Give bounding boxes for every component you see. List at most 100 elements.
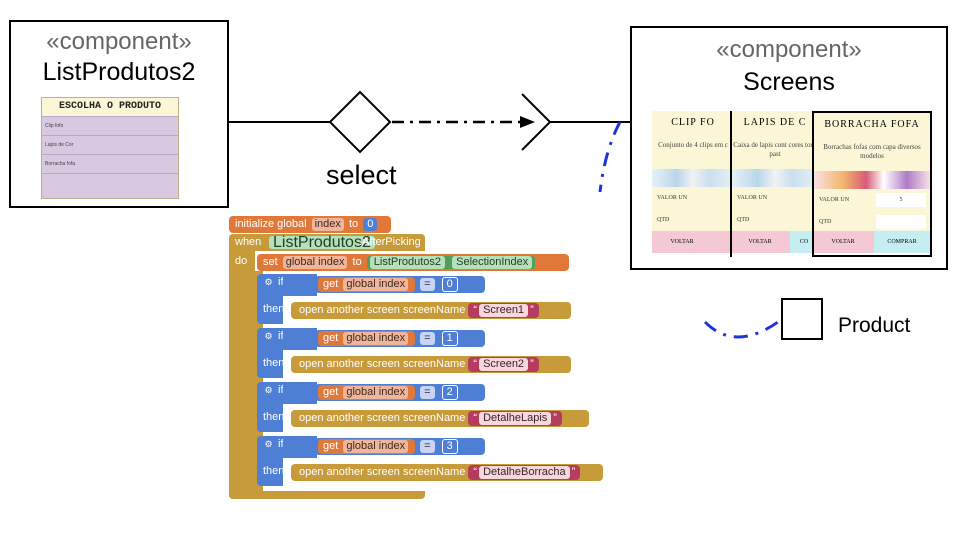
compare-value[interactable]: 2 bbox=[441, 385, 458, 400]
init-value[interactable]: 0 bbox=[363, 218, 378, 231]
get-block[interactable]: get global index bbox=[318, 277, 416, 292]
get-var[interactable]: global index bbox=[343, 278, 409, 291]
if-block[interactable]: ⚙ if then bbox=[257, 328, 285, 378]
eq-operator[interactable]: = bbox=[420, 332, 435, 345]
screen-name-label: screenName bbox=[402, 466, 466, 478]
eq-operator[interactable]: = bbox=[420, 440, 435, 453]
set-block[interactable]: set global index to ListProdutos2 Select… bbox=[257, 254, 569, 271]
compare-block[interactable]: get global index = 3 bbox=[315, 438, 485, 455]
stereotype-label: «component» bbox=[716, 36, 862, 63]
eq-operator[interactable]: = bbox=[420, 278, 435, 291]
open-screen-block[interactable]: open another screen screenName “Screen2” bbox=[291, 356, 571, 373]
open-screen-block[interactable]: open another screen screenName “DetalheB… bbox=[291, 464, 603, 481]
text-block[interactable]: “DetalheLapis” bbox=[468, 411, 562, 426]
if-header-fill bbox=[283, 436, 317, 458]
open-screen-label: open another screen bbox=[299, 412, 400, 424]
initialize-global-block[interactable]: initialize global index to 0 bbox=[229, 216, 391, 233]
set-value-block[interactable]: ListProdutos2 SelectionIndex bbox=[366, 256, 536, 269]
compare-value[interactable]: 1 bbox=[441, 331, 458, 346]
blue-arc-top bbox=[598, 121, 622, 193]
compare-block[interactable]: get global index = 0 bbox=[315, 276, 485, 293]
compare-value[interactable]: 0 bbox=[441, 277, 458, 292]
then-label: then bbox=[263, 357, 285, 369]
screen-title: LAPIS DE C bbox=[732, 111, 818, 135]
get-block[interactable]: get global index bbox=[318, 331, 416, 346]
get-var[interactable]: global index bbox=[343, 440, 409, 453]
gear-icon[interactable]: ⚙ bbox=[263, 385, 274, 396]
screen-title: CLIP FO bbox=[652, 111, 734, 135]
qty-row: QTD bbox=[732, 209, 818, 231]
event-name: .AfterPicking bbox=[359, 236, 421, 248]
screen-name-value[interactable]: DetalheBorracha bbox=[479, 466, 570, 479]
compare-block[interactable]: get global index = 2 bbox=[315, 384, 485, 401]
select-diamond bbox=[328, 90, 392, 154]
screen-name-value[interactable]: Screen2 bbox=[479, 358, 529, 371]
qty-row: QTD bbox=[814, 211, 930, 233]
event-header[interactable]: when ListProdutos2 .AfterPicking bbox=[229, 234, 425, 251]
then-label: then bbox=[263, 465, 285, 477]
if-block[interactable]: ⚙ if then bbox=[257, 382, 285, 432]
text-block[interactable]: “Screen1” bbox=[468, 303, 539, 318]
value-label: VALOR UN bbox=[819, 197, 850, 203]
if-block[interactable]: ⚙ if then bbox=[257, 274, 285, 324]
qty-field[interactable] bbox=[876, 215, 926, 229]
compare-value[interactable]: 3 bbox=[441, 439, 458, 454]
product-label: Product bbox=[838, 314, 911, 337]
get-var[interactable]: global index bbox=[343, 332, 409, 345]
list-header: ESCOLHA O PRODUTO bbox=[42, 98, 178, 116]
screen-desc: Borrachas fofas com capa diversos modelo… bbox=[814, 137, 930, 171]
init-label: initialize global bbox=[235, 218, 307, 230]
screen-desc: Conjunto de 4 clips em c bbox=[652, 135, 734, 169]
blue-arc-bottom bbox=[703, 320, 779, 339]
text-block[interactable]: “DetalheBorracha” bbox=[468, 465, 581, 480]
button-bar: VOLTAR COMPRAR bbox=[814, 231, 930, 253]
get-label: get bbox=[323, 386, 339, 398]
screen-name-value[interactable]: Screen1 bbox=[479, 304, 529, 317]
value-field[interactable]: 5 bbox=[876, 193, 926, 207]
gear-icon[interactable]: ⚙ bbox=[263, 331, 274, 342]
eq-operator[interactable]: = bbox=[420, 386, 435, 399]
screen-preview-lapis: LAPIS DE C Caixa de lapis cont cores ton… bbox=[730, 111, 818, 257]
event-component[interactable]: ListProdutos2 bbox=[269, 235, 375, 251]
gear-icon[interactable]: ⚙ bbox=[263, 277, 274, 288]
qty-label: QTD bbox=[819, 219, 832, 225]
then-label: then bbox=[263, 411, 285, 423]
text-block[interactable]: “Screen2” bbox=[468, 357, 539, 372]
screen-name-label: screenName bbox=[402, 412, 466, 424]
set-to: to bbox=[352, 256, 362, 268]
list-screen-preview: ESCOLHA O PRODUTO Clip fofo Lapis de Cor… bbox=[41, 97, 179, 199]
back-button[interactable]: VOLTAR bbox=[831, 239, 855, 245]
get-label: get bbox=[323, 440, 339, 452]
value-row: VALOR UN 5 bbox=[814, 189, 930, 211]
back-button[interactable]: VOLTAR bbox=[748, 239, 772, 245]
list-item bbox=[42, 173, 178, 192]
set-var[interactable]: global index bbox=[282, 256, 348, 269]
buy-button[interactable]: COMPRAR bbox=[874, 231, 930, 253]
component-listprodutos2: «component» ListProdutos2 ESCOLHA O PROD… bbox=[9, 20, 229, 208]
screen-name-label: screenName bbox=[402, 358, 466, 370]
open-screen-block[interactable]: open another screen screenName “Screen1” bbox=[291, 302, 571, 319]
get-block[interactable]: get global index bbox=[318, 439, 416, 454]
get-block[interactable]: get global index bbox=[318, 385, 416, 400]
get-var[interactable]: global index bbox=[343, 386, 409, 399]
then-label: then bbox=[263, 303, 285, 315]
set-component[interactable]: ListProdutos2 bbox=[369, 256, 446, 269]
set-prop[interactable]: SelectionIndex bbox=[452, 256, 533, 269]
dependency-arrowhead bbox=[520, 116, 535, 128]
value-row: VALOR UN bbox=[652, 187, 734, 209]
if-block[interactable]: ⚙ if then bbox=[257, 436, 285, 486]
qty-row: QTD bbox=[652, 209, 734, 231]
init-var[interactable]: index bbox=[311, 218, 344, 231]
open-screen-block[interactable]: open another screen screenName “DetalheL… bbox=[291, 410, 589, 427]
list-item: Lapis de Cor bbox=[42, 135, 178, 154]
if-header-fill bbox=[283, 328, 317, 350]
back-button[interactable]: VOLTAR bbox=[670, 239, 694, 245]
gear-icon[interactable]: ⚙ bbox=[263, 439, 274, 450]
do-column bbox=[255, 271, 263, 491]
screen-name-value[interactable]: DetalheLapis bbox=[479, 412, 552, 425]
open-screen-label: open another screen bbox=[299, 466, 400, 478]
buy-button[interactable]: CO bbox=[790, 231, 818, 253]
product-box bbox=[781, 298, 823, 340]
compare-block[interactable]: get global index = 1 bbox=[315, 330, 485, 347]
